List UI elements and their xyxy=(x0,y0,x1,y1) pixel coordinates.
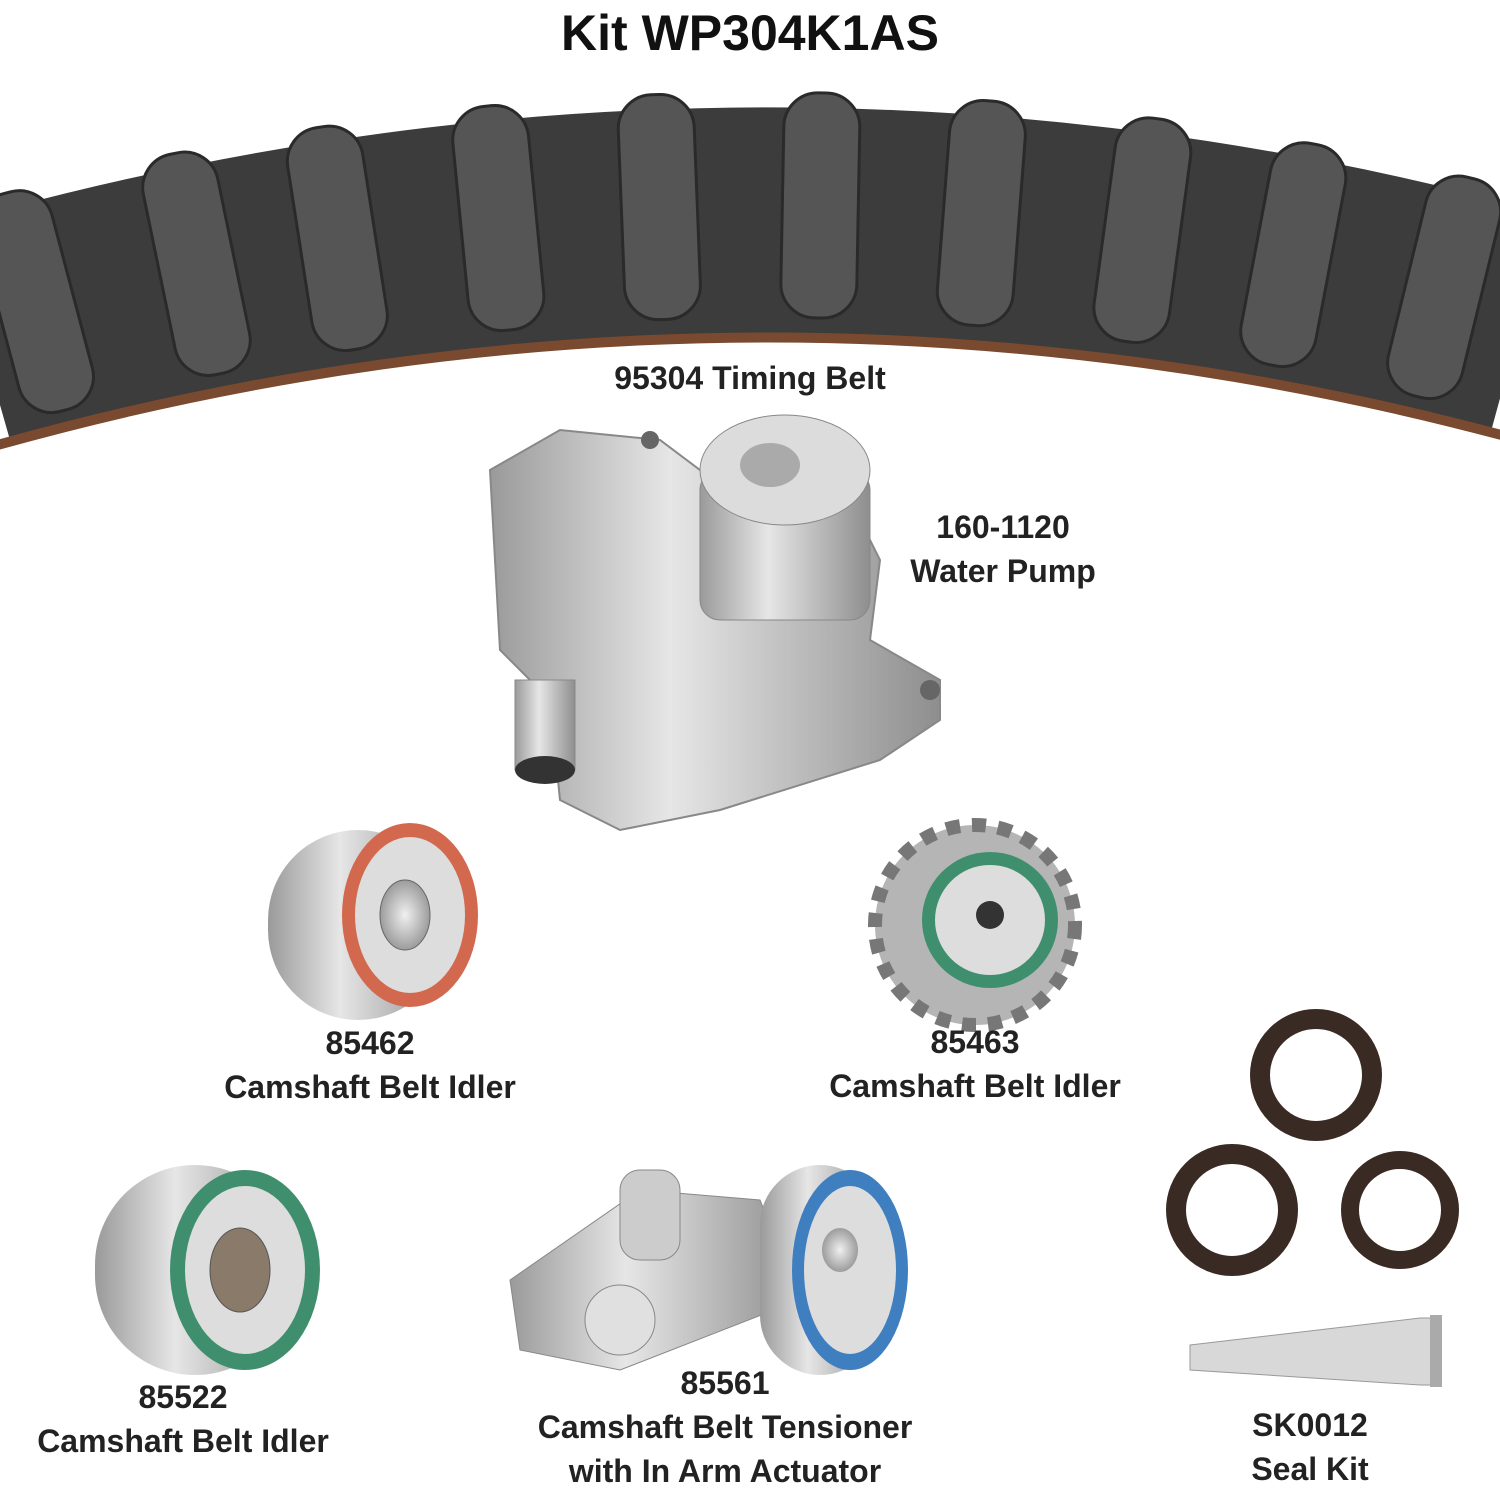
part-name-2: with In Arm Actuator xyxy=(568,1453,882,1489)
part-number: SK0012 xyxy=(1252,1407,1368,1443)
belt-tooth xyxy=(616,92,702,322)
water-pump xyxy=(488,414,941,832)
part-number: 85462 xyxy=(325,1025,415,1061)
seal-kit xyxy=(1166,1009,1459,1387)
part-number: 85463 xyxy=(930,1024,1020,1060)
belt-tooth xyxy=(779,91,862,320)
part-number: 85522 xyxy=(138,1379,228,1415)
belt-label: 95304 Timing Belt xyxy=(614,360,886,396)
part-number: 85561 xyxy=(680,1365,770,1401)
part-name: Water Pump xyxy=(910,553,1096,589)
belt-tooth xyxy=(935,99,1027,328)
belt-tooth xyxy=(1386,174,1500,401)
part-name: Camshaft Belt Idler xyxy=(829,1068,1121,1104)
belt-edge xyxy=(0,332,1500,450)
idler-85522-label: 85522 Camshaft Belt Idler xyxy=(37,1375,329,1463)
idler-85463-label: 85463 Camshaft Belt Idler xyxy=(829,1020,1121,1108)
timing-belt xyxy=(0,91,1500,450)
belt-tooth xyxy=(451,104,546,333)
idler-85522 xyxy=(95,1165,320,1375)
idler-85463 xyxy=(868,818,1082,1032)
belt-tooth xyxy=(141,150,252,377)
part-number: 160-1120 xyxy=(936,509,1070,545)
belt-tooth xyxy=(1239,141,1348,369)
part-name: Seal Kit xyxy=(1251,1451,1369,1487)
tensioner-85561 xyxy=(509,1165,908,1375)
part-name: Camshaft Belt Tensioner xyxy=(537,1409,913,1445)
belt-tooth xyxy=(285,124,389,353)
belt-tooth xyxy=(1092,116,1193,345)
tensioner-label: 85561 Camshaft Belt Tensioner with In Ar… xyxy=(538,1361,913,1493)
seal-kit-label: SK0012 Seal Kit xyxy=(1251,1403,1368,1491)
part-name: Camshaft Belt Idler xyxy=(224,1069,516,1105)
pump-label: 160-1120 Water Pump xyxy=(910,505,1096,593)
part-name: Camshaft Belt Idler xyxy=(37,1423,329,1459)
kit-title: Kit WP304K1AS xyxy=(561,5,939,61)
idler-85462 xyxy=(268,823,478,1020)
idler-85462-label: 85462 Camshaft Belt Idler xyxy=(224,1021,516,1109)
belt-tooth xyxy=(0,189,95,415)
